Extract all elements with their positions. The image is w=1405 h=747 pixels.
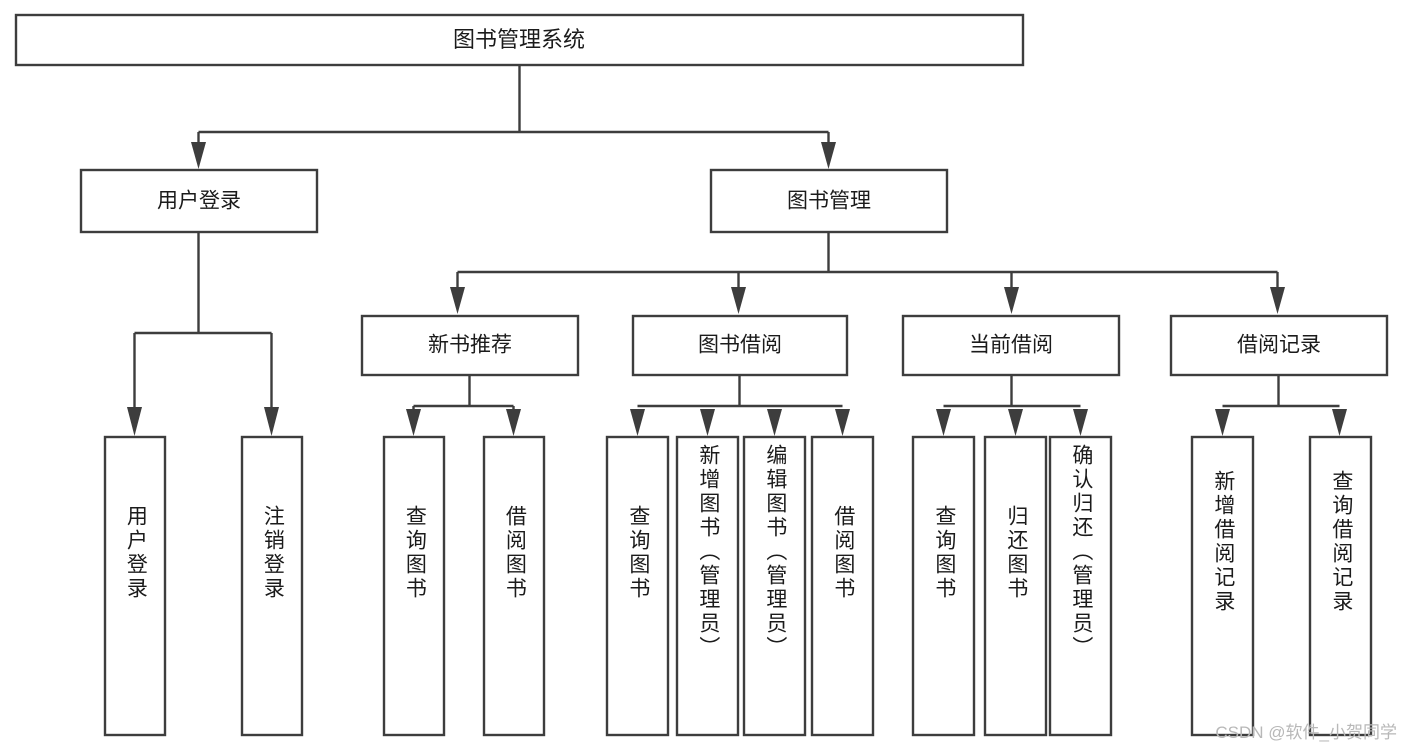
arrow-user-login-leaf-1 xyxy=(127,407,142,436)
node-borrow-record[interactable]: 借阅记录 xyxy=(1169,314,1389,377)
current-borrow-box[interactable] xyxy=(901,314,1121,377)
leaf-boxes-borrow-record xyxy=(1190,435,1373,737)
arrow-current-borrow-leaf-2 xyxy=(1008,409,1023,436)
root-label: 图书管理系统 xyxy=(453,27,585,52)
arrow-book-manage-to-current xyxy=(1004,287,1019,314)
node-book-manage[interactable]: 图书管理 xyxy=(709,168,949,234)
leaf-box-borrow-record-2[interactable] xyxy=(1308,435,1373,737)
leaf-box-borrow-record-1[interactable] xyxy=(1190,435,1255,737)
leaf-box-user-login-1[interactable] xyxy=(103,435,167,737)
arrow-new-book-leaf-2 xyxy=(506,409,521,436)
user-login-label: 用户登录 xyxy=(157,190,241,213)
leaf-box-book-borrow-4[interactable] xyxy=(810,435,875,737)
arrow-book-manage-to-new-book xyxy=(450,287,465,314)
book-borrow-box[interactable] xyxy=(631,314,849,377)
leaf-boxes-book-borrow xyxy=(605,435,875,737)
new-book-recommend-label: 新书推荐 xyxy=(428,334,512,357)
borrow-record-box[interactable] xyxy=(1169,314,1389,377)
leaf-box-new-book-1[interactable] xyxy=(382,435,446,737)
leaf-boxes-new-book-recommend xyxy=(382,435,546,737)
arrow-book-borrow-leaf-4 xyxy=(835,409,850,436)
node-book-borrow[interactable]: 图书借阅 xyxy=(631,314,849,377)
leaf-box-current-borrow-1[interactable] xyxy=(911,435,976,737)
leaf-box-new-book-2[interactable] xyxy=(482,435,546,737)
leaf-box-current-borrow-3[interactable] xyxy=(1048,435,1113,737)
leaf-box-book-borrow-1[interactable] xyxy=(605,435,670,737)
book-borrow-label: 图书借阅 xyxy=(698,334,782,357)
node-root[interactable]: 图书管理系统 xyxy=(14,13,1025,67)
leaf-box-current-borrow-2[interactable] xyxy=(983,435,1048,737)
arrow-current-borrow-leaf-1 xyxy=(936,409,951,436)
arrow-new-book-leaf-1 xyxy=(406,409,421,436)
book-manage-box[interactable] xyxy=(709,168,949,234)
connector-layer xyxy=(127,65,1347,436)
leaf-box-user-login-2[interactable] xyxy=(240,435,304,737)
node-new-book-recommend[interactable]: 新书推荐 xyxy=(360,314,580,377)
arrow-borrow-record-leaf-1 xyxy=(1215,409,1230,436)
arrow-book-borrow-leaf-1 xyxy=(630,409,645,436)
arrow-root-to-book-manage xyxy=(821,142,836,169)
leaf-box-book-borrow-2[interactable] xyxy=(675,435,740,737)
arrow-user-login-leaf-2 xyxy=(264,407,279,436)
current-borrow-label: 当前借阅 xyxy=(969,334,1053,357)
csdn-watermark: CSDN @软件_小贺同学 xyxy=(1215,723,1397,742)
book-manage-label: 图书管理 xyxy=(787,190,871,213)
arrow-borrow-record-leaf-2 xyxy=(1332,409,1347,436)
node-current-borrow[interactable]: 当前借阅 xyxy=(901,314,1121,377)
arrow-current-borrow-leaf-3 xyxy=(1073,409,1088,436)
arrow-book-borrow-leaf-2 xyxy=(700,409,715,436)
arrow-book-manage-to-borrow xyxy=(731,287,746,314)
new-book-recommend-box[interactable] xyxy=(360,314,580,377)
arrow-book-manage-to-record xyxy=(1270,287,1285,314)
leaf-boxes-current-borrow xyxy=(911,435,1113,737)
root-box[interactable] xyxy=(14,13,1025,67)
arrow-book-borrow-leaf-3 xyxy=(767,409,782,436)
leaf-boxes-user-login xyxy=(103,435,304,737)
borrow-record-label: 借阅记录 xyxy=(1237,334,1321,357)
arrow-root-to-user-login xyxy=(191,142,206,169)
node-user-login[interactable]: 用户登录 xyxy=(79,168,319,234)
user-login-box[interactable] xyxy=(79,168,319,234)
leaf-box-book-borrow-3[interactable] xyxy=(742,435,807,737)
